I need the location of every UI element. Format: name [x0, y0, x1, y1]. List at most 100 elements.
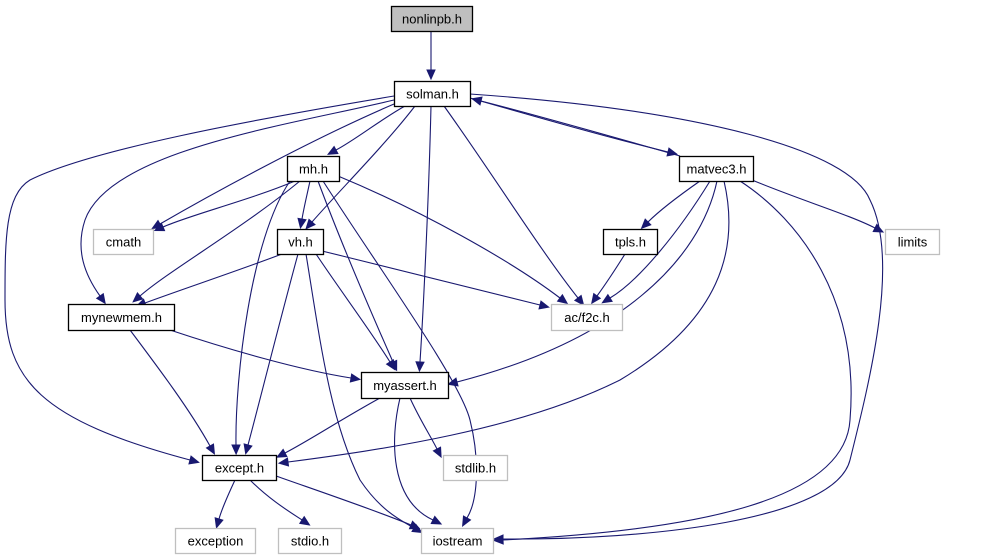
arrowhead-icon: [385, 359, 396, 371]
node-box: [201, 454, 278, 482]
arrowhead-icon: [601, 293, 613, 304]
node-label: stdio.h: [291, 534, 329, 549]
node-box: [550, 303, 624, 332]
edge-myassert-to-stdlib: [409, 397, 442, 459]
node-vh[interactable]: vh.h: [276, 228, 325, 256]
edge-line: [301, 180, 311, 220]
node-myassert[interactable]: myassert.h: [360, 371, 450, 400]
node-label: nonlinpb.h: [402, 12, 462, 27]
edge-solman-to-mynewmem: [80, 99, 395, 305]
edge-solman-to-acf2c: [443, 105, 585, 307]
arrowhead-icon: [471, 96, 483, 106]
node-limits: limits: [884, 228, 941, 256]
node-label: mh.h: [299, 162, 328, 177]
arrowhead-icon: [349, 373, 362, 383]
arrowhead-icon: [231, 444, 241, 456]
edge-matvec3-to-solman: [471, 96, 681, 157]
edge-matvec3-to-limits: [751, 179, 885, 233]
arrowhead-icon: [277, 457, 290, 467]
edge-myassert-to-iostream: [394, 397, 443, 525]
node-label: iostream: [433, 534, 483, 549]
edge-line: [159, 103, 395, 225]
arrowhead-icon: [432, 446, 442, 459]
edge-line: [419, 105, 432, 363]
edge-nonlinpb-to-solman: [426, 31, 436, 81]
edge-line: [275, 475, 412, 526]
edge-except-to-exception: [214, 479, 236, 529]
node-nonlinpb[interactable]: nonlinpb.h: [390, 5, 474, 33]
edge-line: [317, 180, 394, 363]
node-box: [602, 228, 659, 256]
node-box: [92, 228, 155, 256]
edge-line: [249, 479, 303, 521]
edge-line: [322, 180, 478, 519]
edge-mh-to-iostream: [322, 180, 478, 527]
edge-line: [4, 95, 395, 461]
edge-line: [409, 397, 438, 450]
edge-line: [337, 175, 561, 299]
node-mh[interactable]: mh.h: [286, 155, 341, 183]
edge-line: [647, 180, 701, 223]
edge-matvec3-to-myassert: [447, 180, 718, 387]
edge-line: [129, 329, 211, 447]
arrowhead-icon: [872, 223, 885, 233]
edge-solman-to-except: [4, 95, 395, 465]
node-box: [420, 527, 495, 555]
edge-mh-to-myassert: [317, 180, 398, 372]
edge-matvec3-to-tpls: [640, 180, 701, 230]
node-label: cmath: [106, 235, 141, 250]
node-box: [678, 155, 755, 183]
edge-line: [321, 250, 541, 306]
edge-myassert-to-except: [275, 397, 381, 458]
arrowhead-icon: [305, 218, 316, 230]
node-box: [174, 527, 257, 555]
edge-matvec3-to-acf2c: [601, 180, 711, 304]
arrowhead-icon: [573, 294, 585, 307]
edge-line: [247, 253, 299, 446]
node-label: stdlib.h: [455, 461, 496, 476]
edge-vh-to-myassert: [315, 253, 396, 371]
edge-line: [596, 253, 626, 297]
node-except[interactable]: except.h: [201, 454, 278, 482]
arrowhead-icon: [298, 515, 311, 526]
node-matvec3[interactable]: matvec3.h: [678, 155, 755, 183]
edge-line: [169, 329, 352, 379]
node-acf2c: ac/f2c.h: [550, 303, 624, 332]
node-label: vh.h: [288, 235, 313, 250]
edge-vh-to-acf2c: [321, 250, 550, 310]
edge-line: [443, 105, 579, 299]
arrowhead-icon: [327, 145, 339, 155]
arrowhead-icon: [538, 300, 550, 310]
edge-solman-to-myassert: [415, 105, 432, 373]
arrowhead-icon: [640, 218, 652, 230]
arrowhead-icon: [153, 222, 166, 232]
arrowhead-icon: [297, 217, 307, 230]
edge-mh-to-acf2c: [337, 175, 569, 305]
edge-line: [162, 180, 296, 228]
node-box: [390, 5, 474, 33]
edge-line: [305, 253, 415, 529]
arrowhead-icon: [275, 448, 288, 458]
arrowhead-icon: [243, 443, 253, 455]
node-tpls[interactable]: tpls.h: [602, 228, 659, 256]
arrowhead-icon: [462, 515, 472, 527]
edge-line: [287, 180, 730, 463]
node-solman[interactable]: solman.h: [393, 80, 472, 108]
arrowhead-icon: [214, 517, 224, 529]
arrowhead-icon: [95, 292, 106, 305]
node-box: [360, 371, 450, 400]
node-box: [277, 527, 343, 555]
edge-line: [394, 397, 434, 521]
edge-solman-to-iostream: [469, 93, 884, 544]
node-label: myassert.h: [373, 378, 437, 393]
node-label: tpls.h: [615, 235, 646, 250]
arrowhead-icon: [591, 292, 602, 305]
edge-except-to-iostream: [275, 475, 421, 530]
edge-solman-to-mh: [327, 105, 406, 155]
node-mynewmem[interactable]: mynewmem.h: [67, 303, 176, 332]
edge-mh-to-cmath: [153, 180, 296, 232]
edge-except-to-stdio: [249, 479, 311, 526]
node-iostream: iostream: [420, 527, 495, 555]
edge-line: [315, 253, 391, 363]
edge-line: [218, 479, 236, 520]
